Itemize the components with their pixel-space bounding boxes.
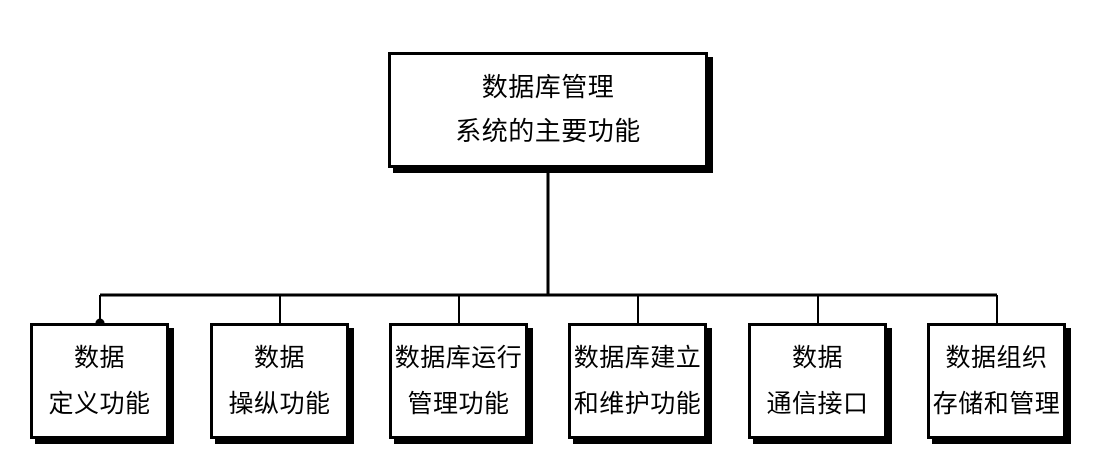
child-5-line-1: 数据 (791, 343, 843, 372)
child-4-line-2: 和维护功能 (573, 389, 702, 418)
child-node-data-definition: 数据 定义功能 (30, 323, 169, 439)
child-6-line-2: 存储和管理 (932, 389, 1061, 418)
child-3-line-1: 数据库运行 (394, 343, 523, 372)
child-node-storage-organization: 数据组织 存储和管理 (927, 323, 1066, 439)
child-1-line-2: 定义功能 (48, 389, 151, 418)
child-3-line-2: 管理功能 (407, 389, 510, 418)
child-node-communication: 数据 通信接口 (748, 323, 887, 439)
child-1-line-1: 数据 (73, 343, 125, 372)
root-node: 数据库管理 系统的主要功能 (388, 52, 708, 168)
root-label-line-1: 数据库管理 (481, 73, 615, 103)
child-4-line-1: 数据库建立 (573, 343, 702, 372)
child-node-data-manipulation: 数据 操纵功能 (210, 323, 349, 439)
child-5-line-2: 通信接口 (766, 389, 869, 418)
child-node-build-maintenance: 数据库建立 和维护功能 (568, 323, 707, 439)
child-node-runtime-management: 数据库运行 管理功能 (389, 323, 528, 439)
child-2-line-2: 操纵功能 (228, 389, 331, 418)
child-2-line-1: 数据 (253, 343, 305, 372)
child-6-line-1: 数据组织 (945, 343, 1048, 372)
root-label-line-2: 系统的主要功能 (455, 117, 641, 147)
